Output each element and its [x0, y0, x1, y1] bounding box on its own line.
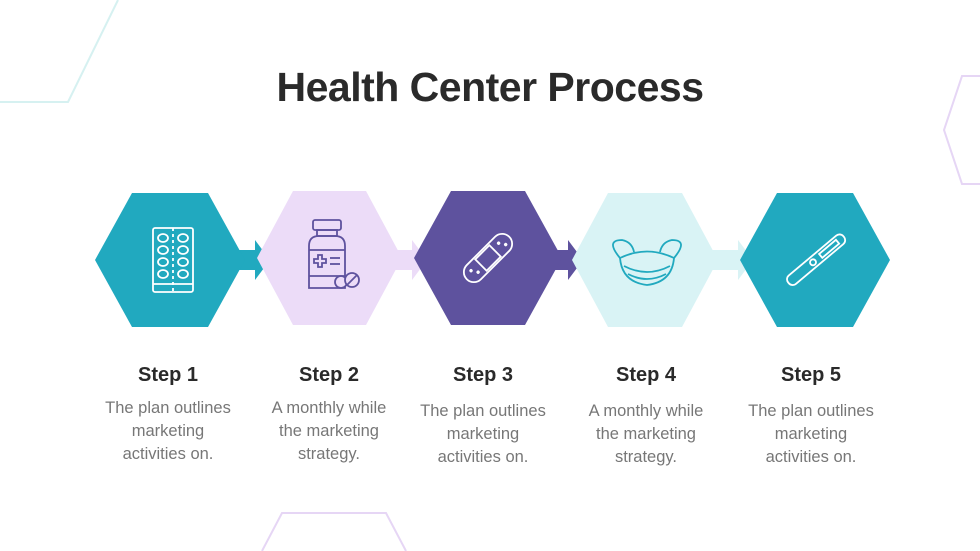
thermometer-icon	[786, 233, 847, 286]
decor-hex-bottom	[261, 512, 407, 551]
step-description: A monthly while the marketing strategy.	[244, 397, 414, 466]
step-label: Step 5	[780, 364, 842, 386]
desc-line: A monthly while	[271, 399, 387, 417]
desc-line: activities on.	[122, 445, 214, 463]
desc-line: The plan outlines	[105, 399, 231, 417]
step-description: The plan outlines marketing activities o…	[83, 397, 253, 466]
hex-step-2	[257, 191, 402, 325]
hex-step-4	[572, 193, 718, 327]
step-5: Step 5 The plan outlines marketing activ…	[726, 364, 896, 469]
step-3: Step 3 The plan outlines marketing activ…	[398, 364, 568, 469]
pill-blister-icon	[152, 227, 194, 293]
hex-step-3	[414, 191, 562, 325]
decor-hex-top-left	[0, 0, 119, 103]
page-title: Health Center Process	[276, 64, 704, 110]
bandage-icon	[462, 232, 514, 284]
desc-line: marketing	[131, 422, 205, 440]
face-mask-icon	[612, 239, 682, 286]
step-1: Step 1 The plan outlines marketing activ…	[83, 364, 253, 466]
desc-line: A monthly while	[588, 402, 704, 420]
step-description: The plan outlines marketing activities o…	[726, 400, 896, 469]
step-2: Step 2 A monthly while the marketing str…	[244, 364, 414, 466]
hex-step-1	[95, 193, 245, 327]
desc-line: The plan outlines	[748, 402, 874, 420]
desc-line: strategy.	[297, 445, 361, 463]
step-label: Step 3	[452, 364, 514, 386]
decor-hex-right	[942, 75, 980, 185]
desc-line: The plan outlines	[420, 402, 546, 420]
medicine-bottle-icon	[308, 219, 360, 289]
step-label: Step 1	[137, 364, 199, 386]
desc-line: marketing	[774, 425, 848, 443]
step-label: Step 4	[615, 364, 677, 386]
desc-line: marketing	[446, 425, 520, 443]
step-description: The plan outlines marketing activities o…	[398, 400, 568, 469]
step-label: Step 2	[298, 364, 360, 386]
desc-line: the marketing	[279, 422, 379, 440]
desc-line: the marketing	[596, 425, 696, 443]
desc-line: activities on.	[765, 448, 857, 466]
step-description: A monthly while the marketing strategy.	[561, 400, 731, 469]
desc-line: strategy.	[614, 448, 678, 466]
desc-line: activities on.	[437, 448, 529, 466]
arrow-4	[712, 240, 753, 280]
step-4: Step 4 A monthly while the marketing str…	[561, 364, 731, 469]
arrow-3	[555, 240, 583, 280]
